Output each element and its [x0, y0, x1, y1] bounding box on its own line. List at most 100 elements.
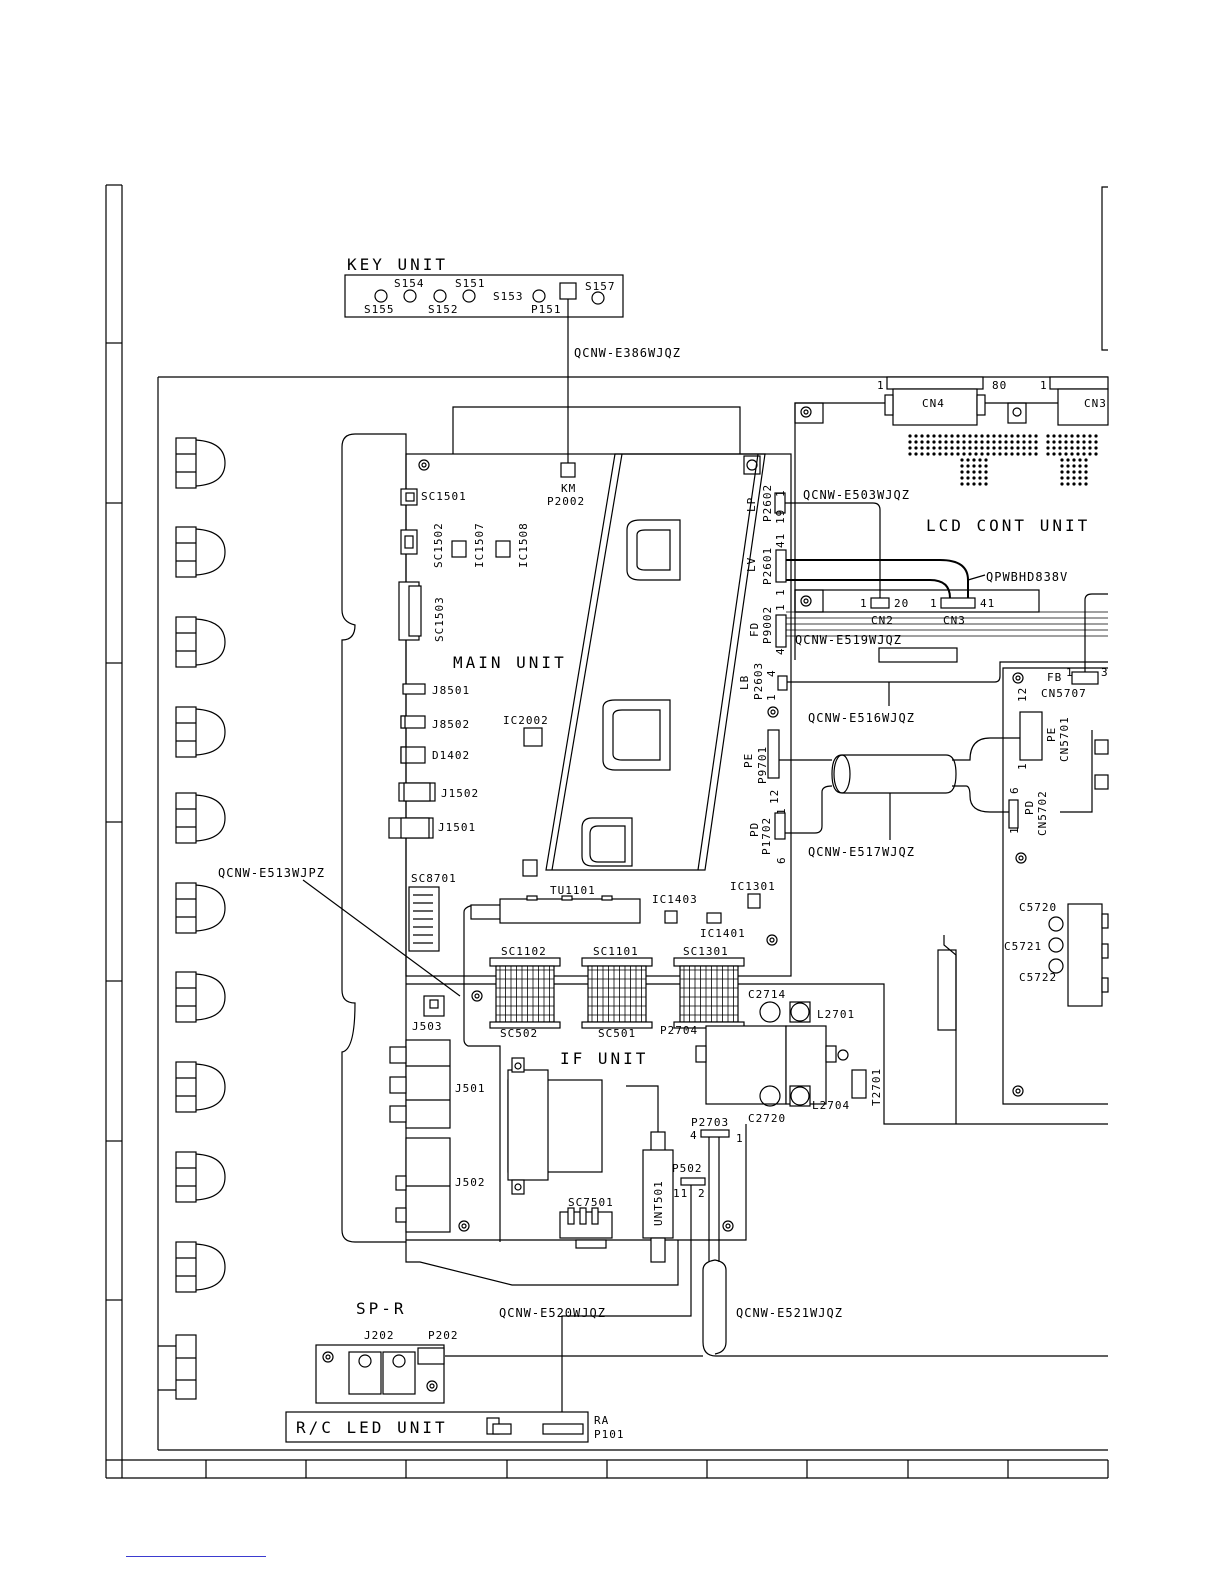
sp-r-title: SP-R — [356, 1299, 407, 1318]
label-c2714: C2714 — [748, 988, 786, 1001]
label-tu1101: TU1101 — [550, 884, 596, 897]
side-clip — [175, 971, 226, 1023]
side-clip — [158, 1334, 197, 1400]
key-unit: KEY UNIT S154 S151 S153 S157 S155 S152 P… — [344, 255, 680, 463]
label-l2704: L2704 — [812, 1099, 850, 1112]
label-p2704: P2704 — [660, 1024, 698, 1037]
label-cn5702: CN5702 — [1036, 790, 1049, 836]
cables-lower: QCNW-E520WJQZ QCNW-E521WJQZ — [445, 1137, 1108, 1418]
side-clip — [175, 437, 226, 489]
label-p2602: P2602 — [761, 484, 774, 522]
pin-cn3-1: 1 — [930, 597, 938, 610]
label-p9701: P9701 — [756, 746, 769, 784]
hatched-connector — [489, 957, 561, 1029]
pin-cn5701-1: 1 — [1016, 762, 1029, 770]
label-sc8701: SC8701 — [411, 872, 457, 885]
label-ic1508: IC1508 — [517, 522, 530, 568]
label-s155: S155 — [364, 303, 395, 316]
pin-cn4-80: 80 — [992, 379, 1007, 392]
pin-p2703-4: 4 — [690, 1129, 698, 1142]
footer-rule — [126, 1556, 266, 1557]
cable-e513-group: QCNW-E513WJPZ — [218, 866, 461, 997]
label-p2703: P2703 — [691, 1116, 729, 1129]
lcd-dot-grid — [908, 434, 1098, 486]
hatched-connector — [673, 957, 745, 1029]
label-c5722: C5722 — [1019, 971, 1057, 984]
pin-p2602-19: 19 — [774, 509, 787, 524]
label-sc1501: SC1501 — [421, 490, 467, 503]
label-j8501: J8501 — [432, 684, 470, 697]
label-cn3-top: CN3 — [1084, 397, 1107, 410]
pin-p9002-4: 4 — [774, 647, 787, 655]
rc-led-unit: R/C LED UNIT RA P101 — [285, 1411, 625, 1443]
label-sc7501: SC7501 — [568, 1196, 614, 1209]
label-ra: RA — [594, 1414, 609, 1427]
label-j1502: J1502 — [441, 787, 479, 800]
cable-e513: QCNW-E513WJPZ — [218, 866, 325, 880]
label-ic1403: IC1403 — [652, 893, 698, 906]
cable-e521: QCNW-E521WJQZ — [736, 1306, 843, 1320]
label-c5721: C5721 — [1004, 940, 1042, 953]
label-p151: P151 — [531, 303, 562, 316]
label-cn3: CN3 — [943, 614, 966, 627]
label-lp: LP — [745, 497, 758, 512]
label-unt501: UNT501 — [652, 1180, 665, 1226]
main-unit: MAIN UNIT KM P2002 SC1501 SC1502 IC1507 … — [388, 453, 792, 980]
pin-p2602-1: 1 — [774, 489, 787, 497]
pin-p2601-41: 41 — [774, 533, 787, 548]
label-d1402: D1402 — [432, 749, 470, 762]
label-sc1503: SC1503 — [433, 596, 446, 642]
label-sc1101: SC1101 — [593, 945, 639, 958]
pin-p1702-6: 6 — [775, 856, 788, 864]
side-clip — [175, 882, 226, 934]
pin-cn5702-1: 1 — [1008, 826, 1021, 834]
cable-e519: QCNW-E519WJQZ — [795, 633, 902, 647]
label-sc1301: SC1301 — [683, 945, 729, 958]
pin-p2603-4: 4 — [765, 669, 778, 677]
label-ic1401: IC1401 — [700, 927, 746, 940]
pin-cn5701-12: 12 — [1016, 687, 1029, 702]
label-j503: J503 — [412, 1020, 443, 1033]
lcd-cont-unit-title: LCD CONT UNIT — [926, 516, 1090, 535]
side-clip — [175, 526, 226, 578]
label-sc1502: SC1502 — [432, 522, 445, 568]
side-clips — [158, 437, 226, 1400]
label-s154: S154 — [394, 277, 425, 290]
label-sc1102: SC1102 — [501, 945, 547, 958]
label-p1702: P1702 — [760, 817, 773, 855]
label-p2002: P2002 — [547, 495, 585, 508]
label-cn4: CN4 — [922, 397, 945, 410]
drawing-frame — [105, 184, 1109, 1479]
label-s157: S157 — [585, 280, 616, 293]
main-unit-title: MAIN UNIT — [453, 653, 567, 672]
side-clip — [175, 792, 226, 844]
label-p502: P502 — [672, 1162, 703, 1175]
label-ic2002: IC2002 — [503, 714, 549, 727]
side-clip — [175, 706, 226, 758]
if-unit: SC502 SC501 P2704 J503 C2714 L2701 IF UN… — [389, 957, 1108, 1263]
label-cn2: CN2 — [871, 614, 894, 627]
cable-e520: QCNW-E520WJQZ — [499, 1306, 606, 1320]
label-s153: S153 — [493, 290, 524, 303]
pin-cn3top-1: 1 — [1040, 379, 1048, 392]
pin-cn4-1: 1 — [877, 379, 885, 392]
label-fd: FD — [748, 622, 761, 637]
label-p101: P101 — [594, 1428, 625, 1441]
pin-p9002-1: 1 — [774, 603, 787, 611]
pin-p2601-1: 1 — [774, 588, 787, 596]
label-j502: J502 — [455, 1176, 486, 1189]
cable-e516: QCNW-E516WJQZ — [808, 711, 915, 725]
label-pe-lcd: PE — [1045, 727, 1058, 742]
power-board: FB 1 3 CN5707 12 PE CN5701 1 6 1 PD CN57… — [937, 666, 1109, 1124]
pin-cn2-1: 1 — [860, 597, 868, 610]
cables-main-lcd: QCNW-E503WJQZ QPWBHD838V QCNW-E519WJQZ Q… — [779, 488, 1108, 859]
pin-cn3-41: 41 — [980, 597, 995, 610]
label-l2701: L2701 — [817, 1008, 855, 1021]
label-p2603: P2603 — [752, 662, 765, 700]
label-lv: LV — [745, 557, 758, 572]
label-cn5707: CN5707 — [1041, 687, 1087, 700]
pin-p2603-1: 1 — [765, 693, 778, 701]
inner-frame — [341, 406, 741, 1286]
pin-fb-3: 3 — [1101, 666, 1109, 679]
